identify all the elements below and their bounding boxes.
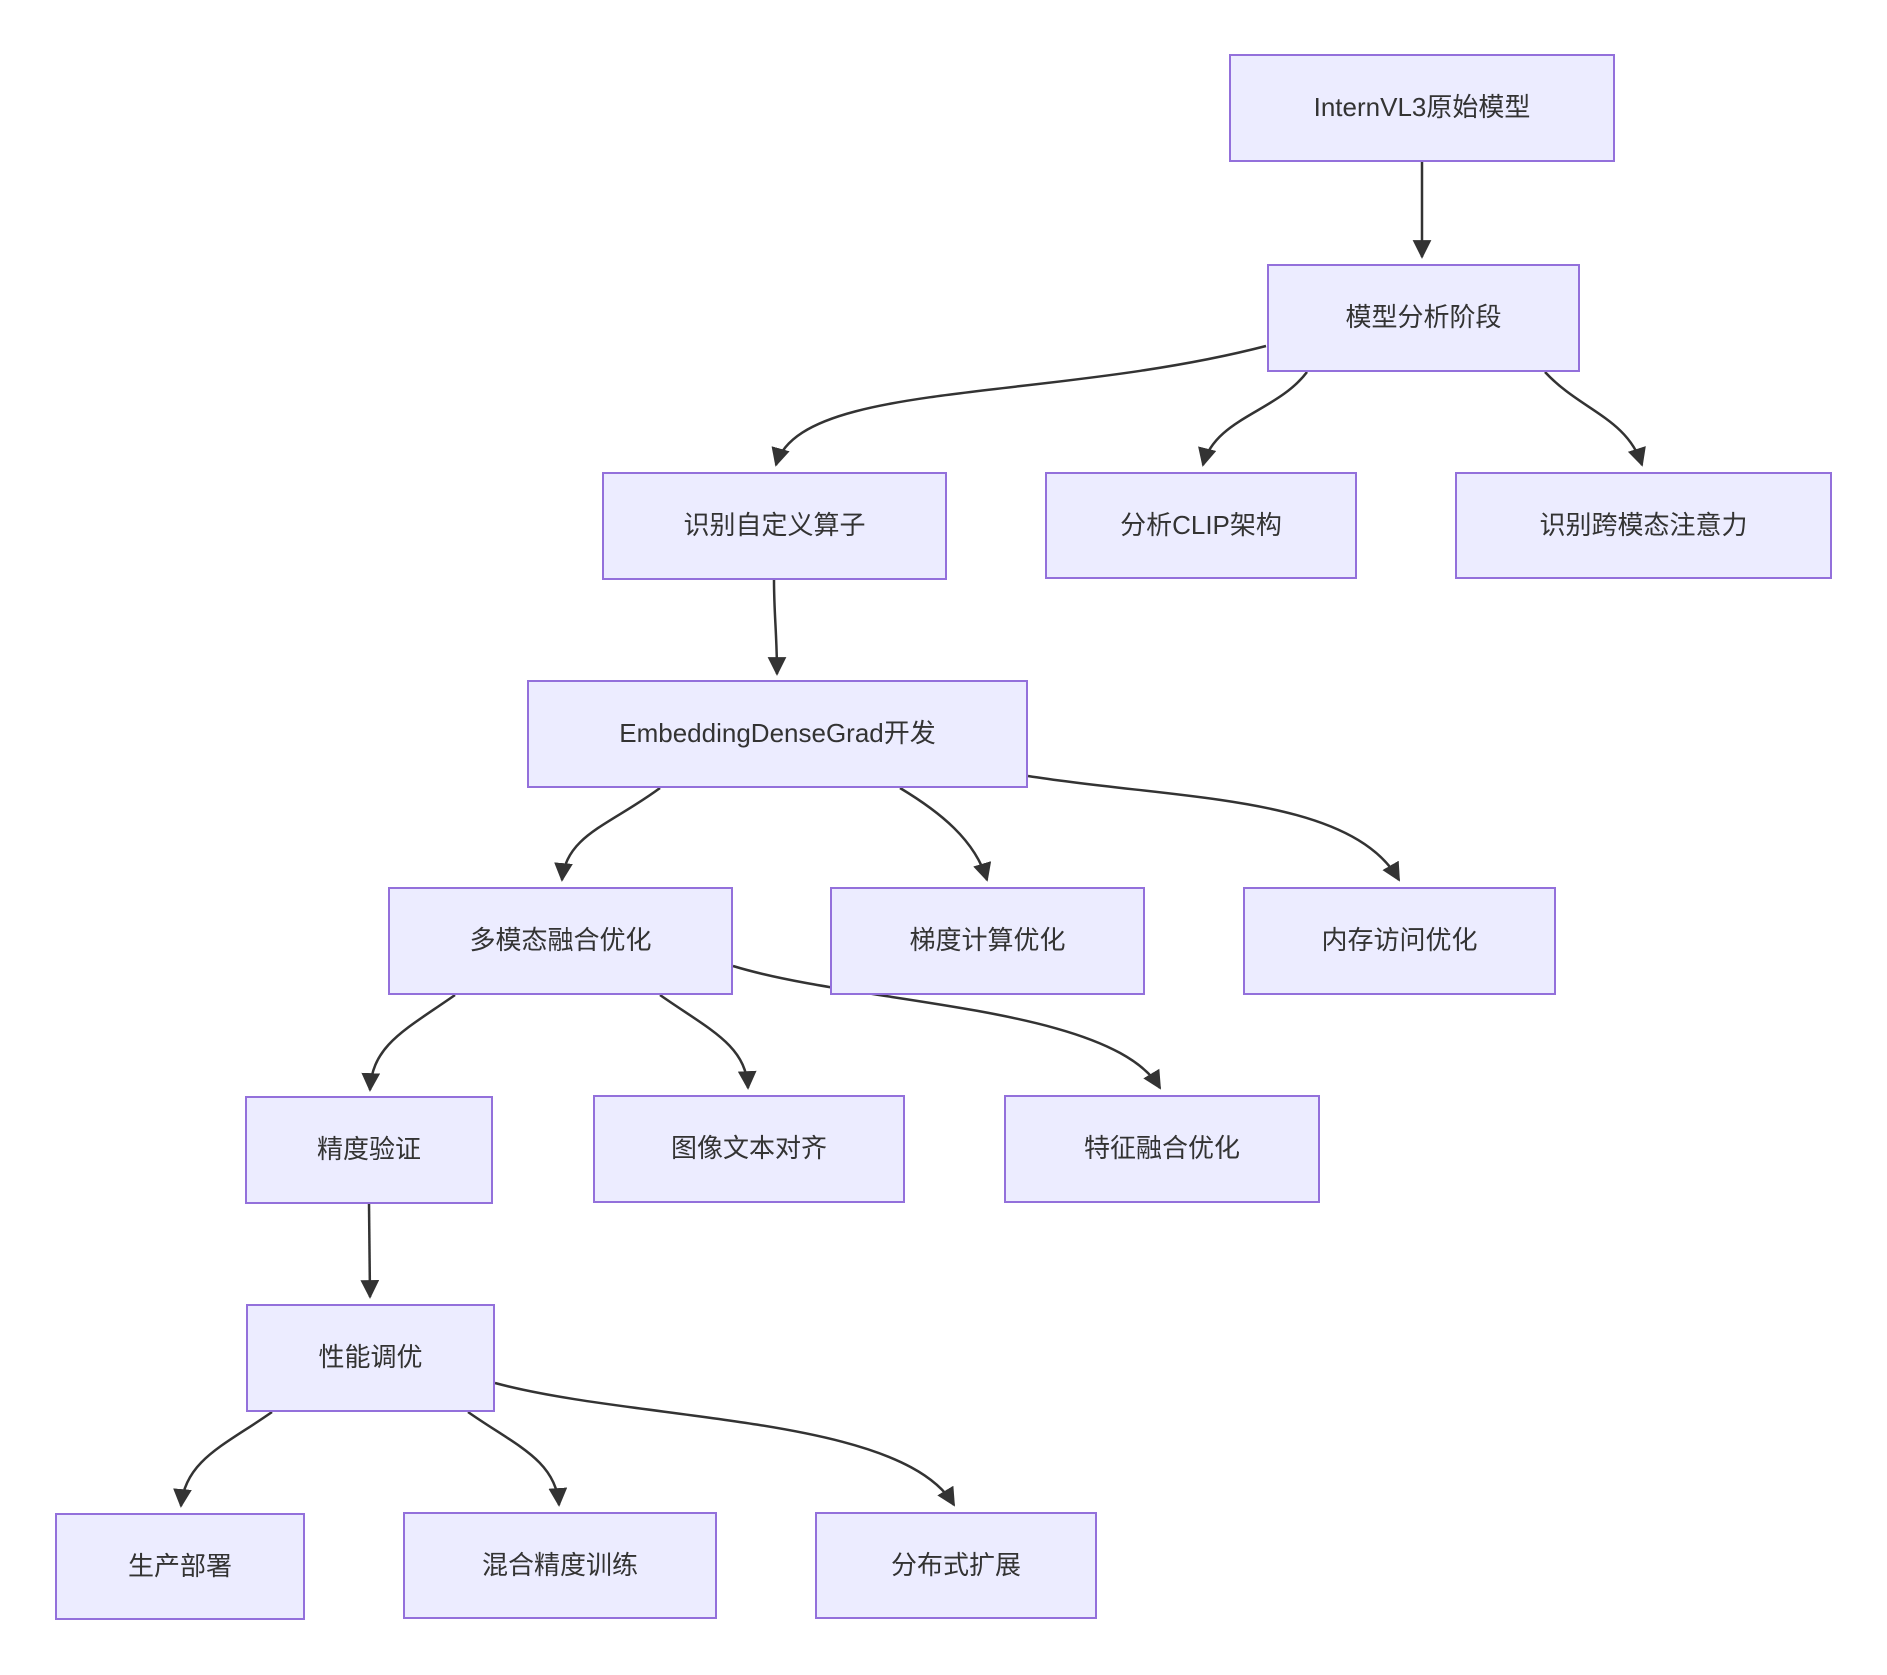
edge-analysis-to-cross-modal — [1544, 371, 1646, 467]
edge-analysis-to-custom-operators — [771, 344, 1267, 467]
edge-embeddingdensegrad-to-multimodal-fusion — [554, 786, 661, 882]
node-embeddingdensegrad-development: EmbeddingDenseGrad开发 — [527, 680, 1028, 788]
edge-precision-validation-to-performance-tuning — [360, 1203, 380, 1299]
node-mixed-precision-training: 混合精度训练 — [403, 1512, 717, 1619]
node-multimodal-fusion-optimization: 多模态融合优化 — [388, 887, 733, 995]
node-gradient-computation-optimization: 梯度计算优化 — [830, 887, 1145, 995]
edge-multimodal-fusion-to-image-text-alignment — [659, 993, 757, 1090]
node-image-text-alignment: 图像文本对齐 — [593, 1095, 905, 1203]
edge-analysis-to-clip — [1198, 371, 1308, 467]
node-performance-tuning: 性能调优 — [246, 1304, 495, 1412]
edge-embeddingdensegrad-to-gradient-computation — [899, 786, 992, 882]
node-analyze-clip-architecture: 分析CLIP架构 — [1045, 472, 1357, 579]
node-memory-access-optimization: 内存访问优化 — [1243, 887, 1556, 995]
edge-custom-operators-to-embeddingdensegrad — [767, 579, 787, 676]
edge-multimodal-fusion-to-precision-validation — [361, 993, 456, 1092]
edge-performance-tuning-to-production-deployment — [173, 1410, 273, 1508]
node-distributed-scaling: 分布式扩展 — [815, 1512, 1097, 1619]
edge-performance-tuning-to-mixed-precision — [467, 1410, 568, 1507]
node-identify-cross-modal-attention: 识别跨模态注意力 — [1455, 472, 1832, 579]
node-feature-fusion-optimization: 特征融合优化 — [1004, 1095, 1320, 1203]
node-internvl3-original-model: InternVL3原始模型 — [1229, 54, 1615, 162]
node-production-deployment: 生产部署 — [55, 1513, 305, 1620]
node-model-analysis-stage: 模型分析阶段 — [1267, 264, 1580, 372]
node-identify-custom-operators: 识别自定义算子 — [602, 472, 947, 580]
node-precision-validation: 精度验证 — [245, 1096, 493, 1204]
edge-multimodal-fusion-to-feature-fusion — [732, 964, 1162, 1090]
edge-embeddingdensegrad-to-memory-access — [1027, 774, 1401, 882]
edge-performance-tuning-to-distributed-scaling — [494, 1381, 956, 1507]
